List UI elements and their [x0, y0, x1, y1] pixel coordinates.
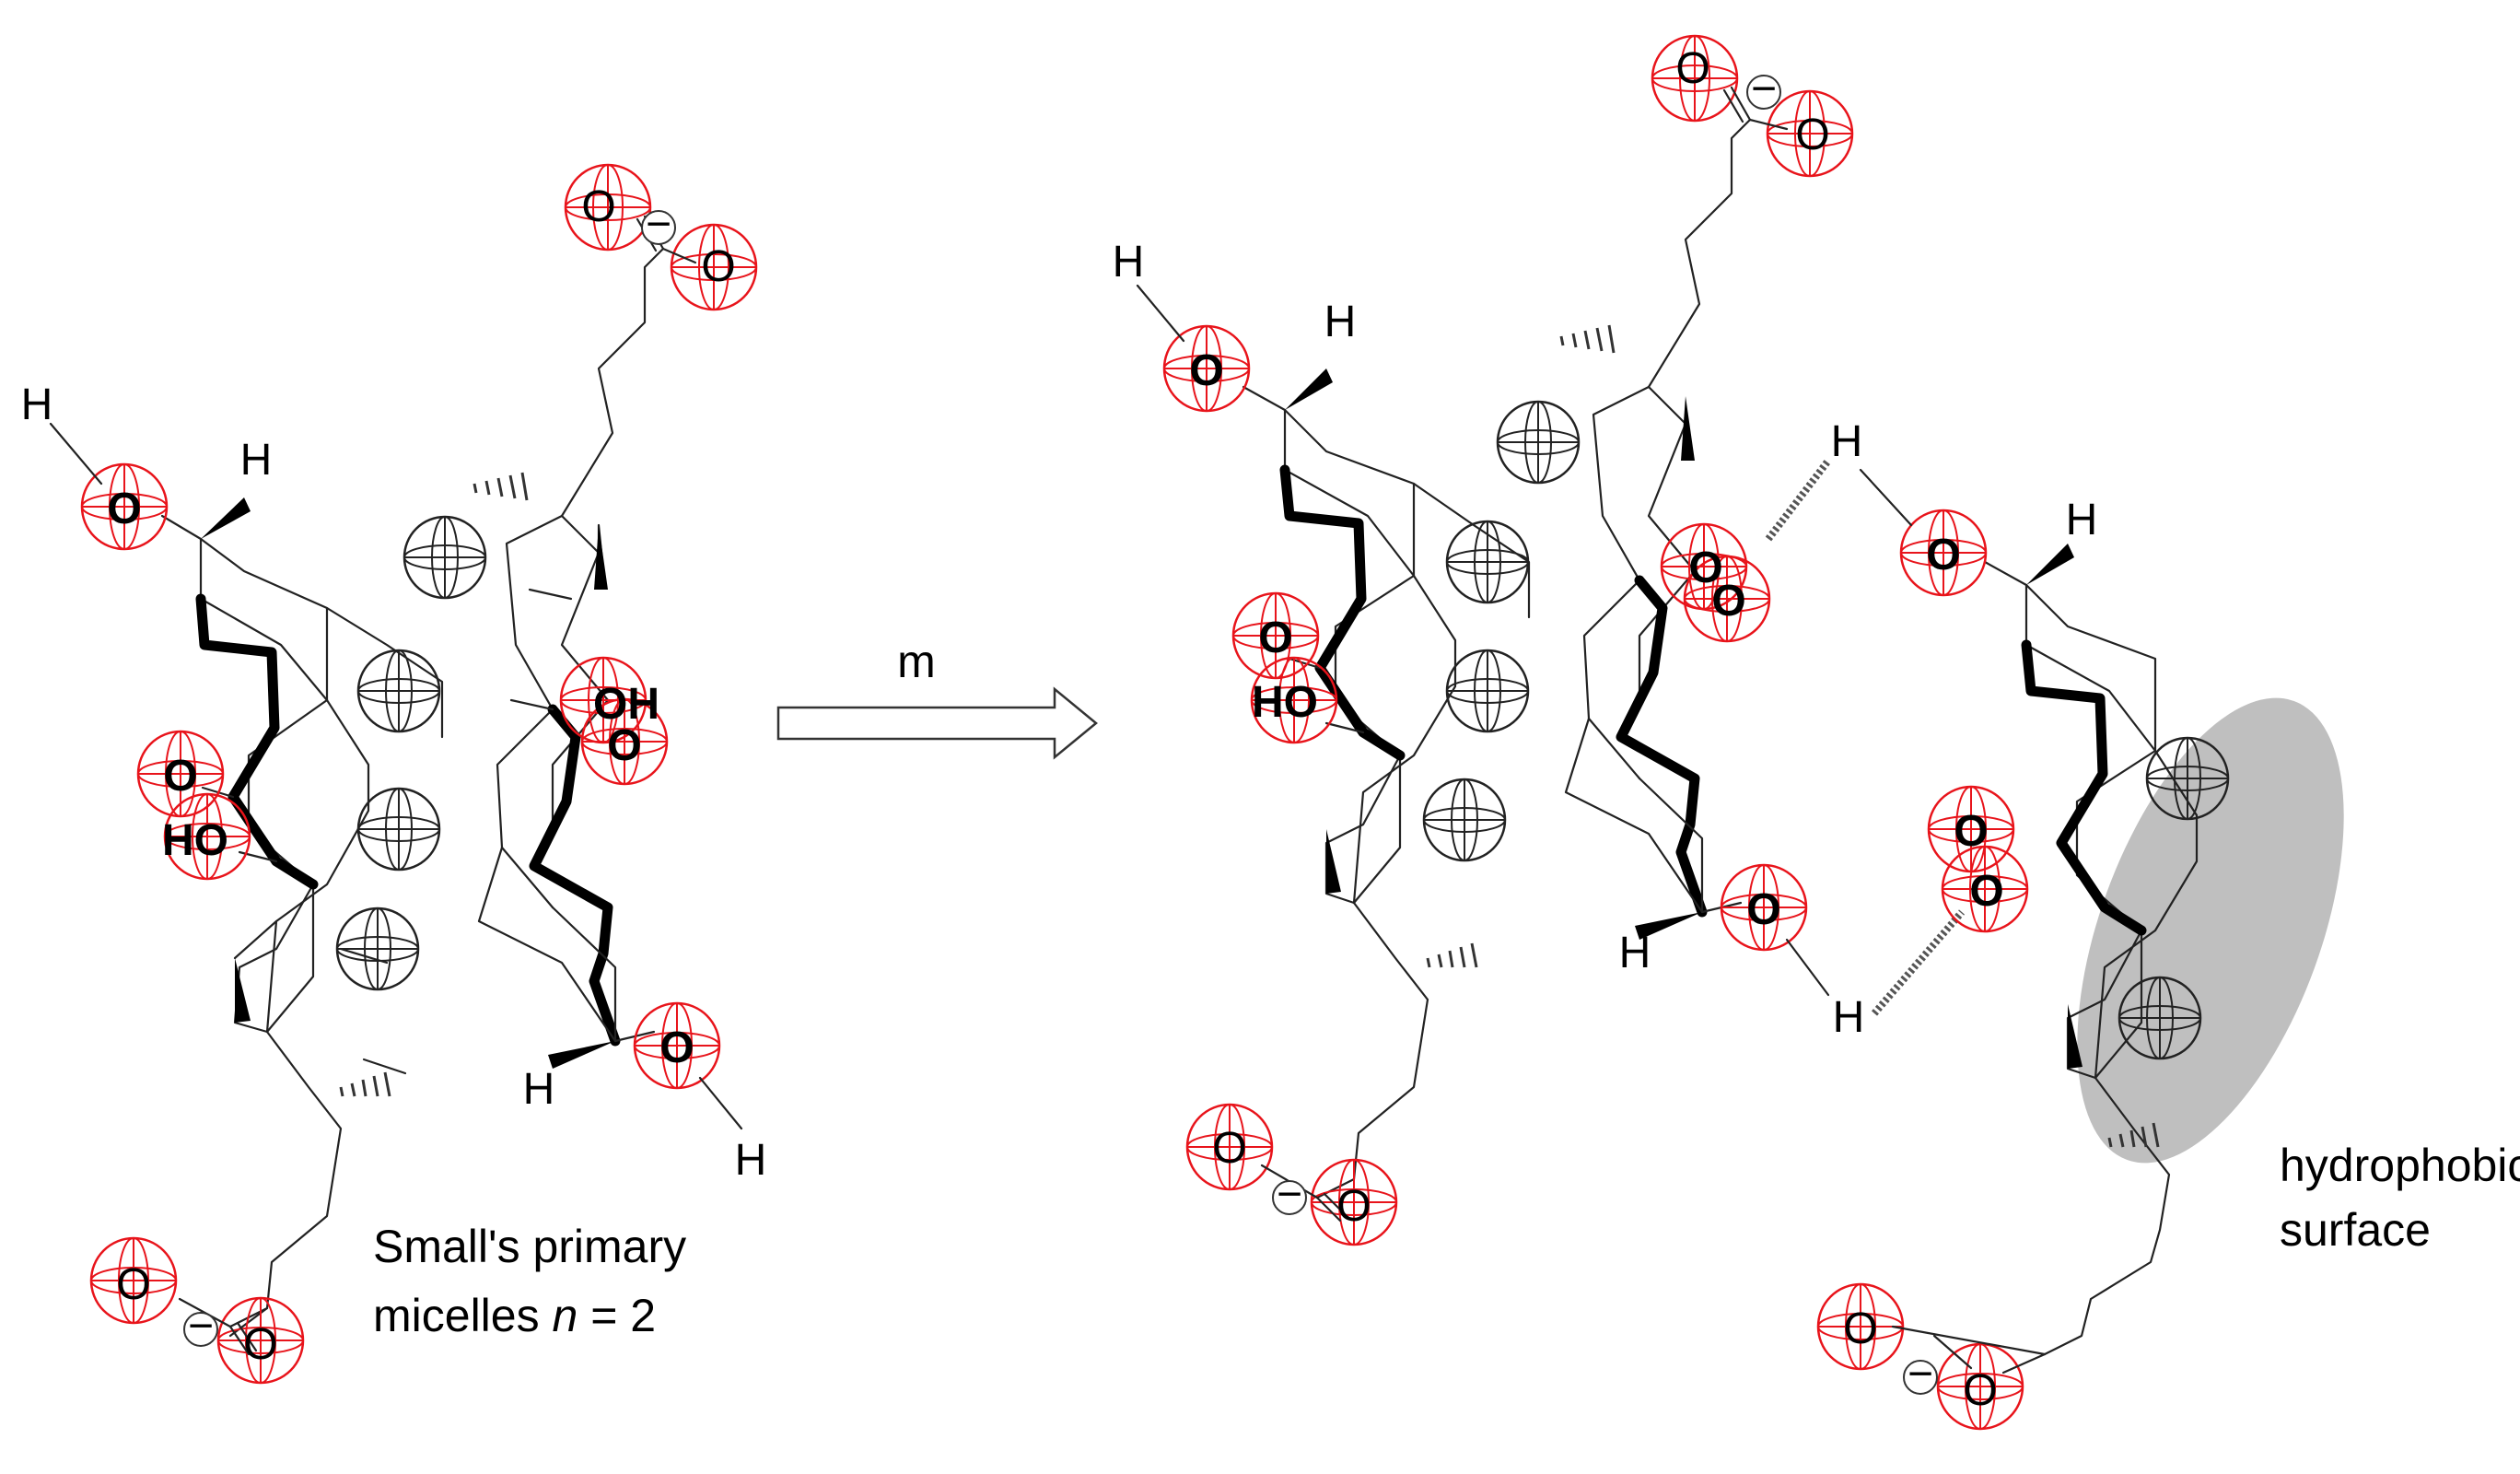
atom-o: O: [1795, 111, 1829, 159]
methyl-sphere: [1445, 520, 1530, 604]
methyl-sphere: [2145, 736, 2230, 821]
atom-o: O: [581, 182, 615, 231]
methyl-sphere: [402, 515, 487, 600]
methyl-sphere: [356, 787, 441, 872]
atom-o: O: [1212, 1124, 1246, 1173]
charge-minus: −: [646, 200, 671, 249]
atom-o: O: [116, 1260, 150, 1309]
atom-o: O: [1189, 346, 1223, 395]
atom-h: H: [523, 1065, 555, 1114]
charge-minus: −: [1908, 1350, 1933, 1398]
reaction-arrow: m: [776, 636, 1098, 760]
charge-minus: −: [1751, 64, 1777, 113]
left-methyl-spheres: [335, 515, 487, 991]
atom-o: O: [1963, 1366, 1997, 1415]
hydrophobic-surface-label-line1: hydrophobic: [2280, 1140, 2520, 1191]
atom-h: H: [1833, 993, 1865, 1042]
methyl-sphere: [356, 649, 441, 733]
atom-o: O: [1711, 577, 1745, 626]
right-oxygen-spheres: [1162, 34, 2029, 1431]
left-molecule-b-skeleton: [472, 247, 665, 1069]
atom-o: O: [163, 752, 197, 801]
hydrophobic-surface-patch: [2077, 697, 2344, 1164]
atom-o: O: [1746, 885, 1780, 934]
right-molecule-c-skeleton: [1983, 544, 2199, 1356]
atom-o: O: [1336, 1182, 1371, 1231]
right-molecule-b-skeleton: [1559, 118, 1752, 940]
atom-h: H: [2066, 496, 2098, 544]
hydrogen-bonds: [1765, 458, 1966, 1016]
methyl-sphere: [1496, 400, 1581, 485]
atom-h: H: [1113, 238, 1145, 287]
atom-h: H: [1324, 298, 1357, 346]
atom-h: H: [21, 380, 53, 429]
atom-o: O: [243, 1320, 277, 1369]
atom-o: O: [607, 721, 641, 770]
methyl-sphere: [1422, 778, 1507, 862]
methyl-sphere: [1445, 649, 1530, 733]
primary-micelle-caption-line1: Small's primary: [373, 1221, 686, 1272]
atom-ho: HO: [162, 816, 228, 865]
atom-o: O: [701, 242, 735, 291]
charge-minus: −: [1277, 1170, 1302, 1219]
primary-micelle-caption-line2: micelles n = 2: [373, 1290, 656, 1341]
atom-o: O: [1258, 614, 1292, 662]
charge-minus: −: [188, 1302, 214, 1351]
methyl-sphere: [335, 907, 420, 991]
right-molecule-a-skeleton: [1242, 368, 1531, 1199]
atom-h: H: [240, 436, 273, 485]
secondary-micelle-aggregate: − O O − O O − O O H O H O HO O O O H H H…: [1113, 34, 2520, 1431]
atom-o: O: [1843, 1304, 1877, 1353]
methyl-sphere: [2118, 976, 2202, 1060]
atom-h: H: [1619, 929, 1651, 977]
atom-o: O: [1954, 807, 1988, 856]
hydrophobic-surface-label-line2: surface: [2280, 1204, 2431, 1256]
left-molecule-a-skeleton: [160, 497, 444, 1338]
atom-ho: HO: [1252, 678, 1318, 727]
primary-micelle-dimer: − O O − O O H O H O HO OH O O H H Small'…: [21, 163, 767, 1385]
atom-h: H: [735, 1136, 767, 1185]
atom-o: O: [1675, 44, 1709, 93]
atom-h: H: [1831, 417, 1863, 466]
atom-oh: OH: [593, 680, 659, 729]
atom-o: O: [1688, 544, 1722, 592]
atom-o: O: [659, 1024, 694, 1072]
atom-o: O: [107, 485, 141, 533]
atom-o: O: [1969, 867, 2003, 916]
atom-o: O: [1926, 531, 1960, 579]
arrow-label: m: [897, 636, 936, 687]
